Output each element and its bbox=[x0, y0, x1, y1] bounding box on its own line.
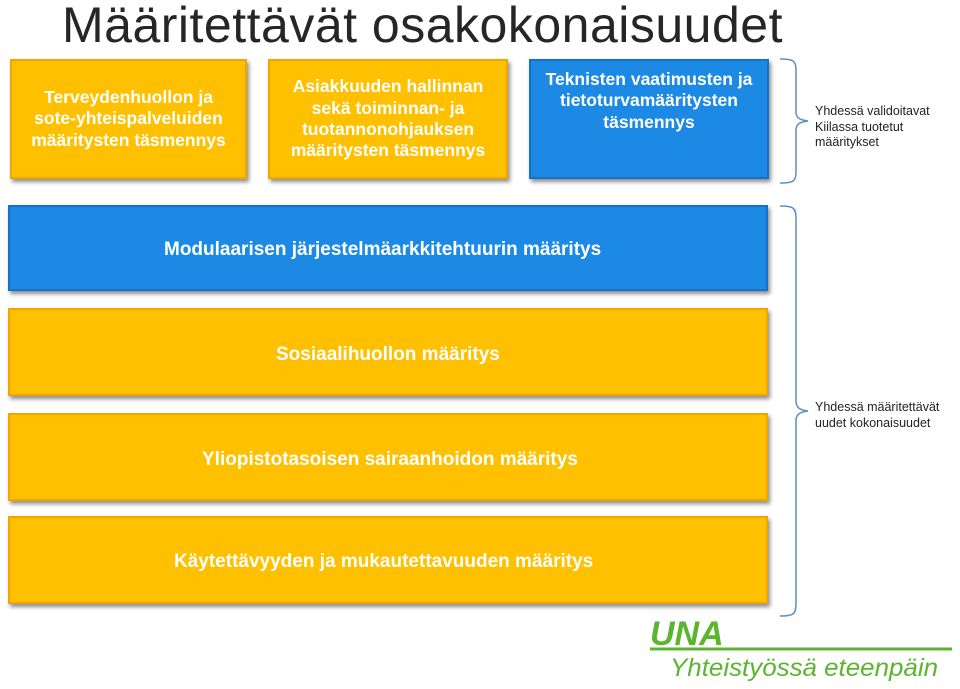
bracket-top bbox=[779, 58, 809, 184]
box-tekniset-vaatimukset: Teknisten vaatimusten ja tietoturvamääri… bbox=[529, 59, 769, 179]
box-asiakkuuden-hallinta: Asiakkuuden hallinnan sekä toiminnan- ja… bbox=[268, 59, 508, 179]
bracket-bottom bbox=[779, 205, 809, 617]
box-kaytettavyys: Käytettävyyden ja mukautettavuuden määri… bbox=[8, 516, 768, 604]
label-uudet-kokonaisuudet: Yhdessä määritettävät uudet kokonaisuude… bbox=[815, 400, 940, 430]
box-terveydenhuolto: Terveydenhuollon ja sote-yhteispalveluid… bbox=[10, 59, 247, 179]
svg-text:UNA: UNA bbox=[650, 615, 724, 653]
page-title: Määritettävät osakokonaisuudet bbox=[62, 0, 783, 53]
svg-text:Yhteistyössä eteenpäin: Yhteistyössä eteenpäin bbox=[670, 654, 938, 682]
box-yliopistotasoinen-sairaanhoito: Yliopistotasoisen sairaanhoidon määritys bbox=[8, 413, 768, 501]
label-validoitavat: Yhdessä validoitavat Kiilassa tuotetut m… bbox=[815, 104, 930, 150]
box-sosiaalihuolto: Sosiaalihuollon määritys bbox=[8, 308, 768, 396]
box-modulaarinen-arkkitehtuuri: Modulaarisen järjestelmäarkkitehtuurin m… bbox=[8, 205, 768, 291]
una-logo: UNA Yhteistyössä eteenpäin bbox=[640, 612, 958, 684]
